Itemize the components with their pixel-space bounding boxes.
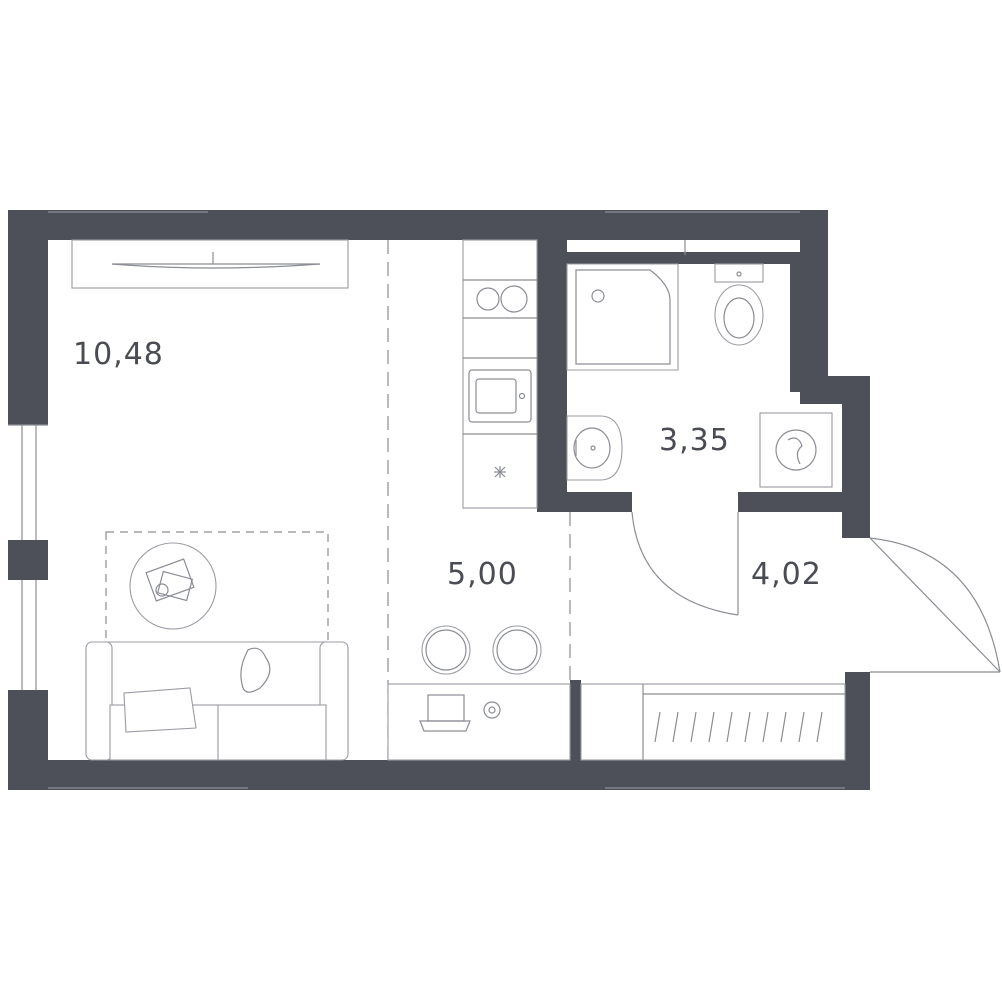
zone-dividers bbox=[387, 240, 571, 760]
walls bbox=[8, 210, 870, 790]
bathroom-door bbox=[631, 511, 739, 616]
washbasin bbox=[566, 415, 623, 481]
entrance-door bbox=[869, 537, 1001, 673]
sofa bbox=[85, 641, 349, 761]
wardrobe bbox=[580, 683, 846, 761]
fridge-icon bbox=[494, 466, 506, 478]
living-room-area: 10,48 bbox=[73, 337, 164, 372]
coffee-table bbox=[129, 542, 217, 630]
stools bbox=[421, 625, 542, 675]
kitchen-sink bbox=[468, 369, 532, 423]
kitchen-area: 5,00 bbox=[447, 557, 518, 592]
toilet bbox=[714, 263, 764, 346]
kitchen-counter bbox=[462, 239, 538, 509]
tv-console bbox=[71, 239, 349, 289]
shower-tray bbox=[566, 263, 679, 371]
washing-machine bbox=[759, 412, 833, 488]
hallway-area: 4,02 bbox=[751, 557, 822, 592]
bathroom-area: 3,35 bbox=[659, 423, 730, 458]
desk bbox=[387, 683, 571, 761]
windows bbox=[8, 211, 845, 789]
cooktop bbox=[476, 285, 528, 313]
